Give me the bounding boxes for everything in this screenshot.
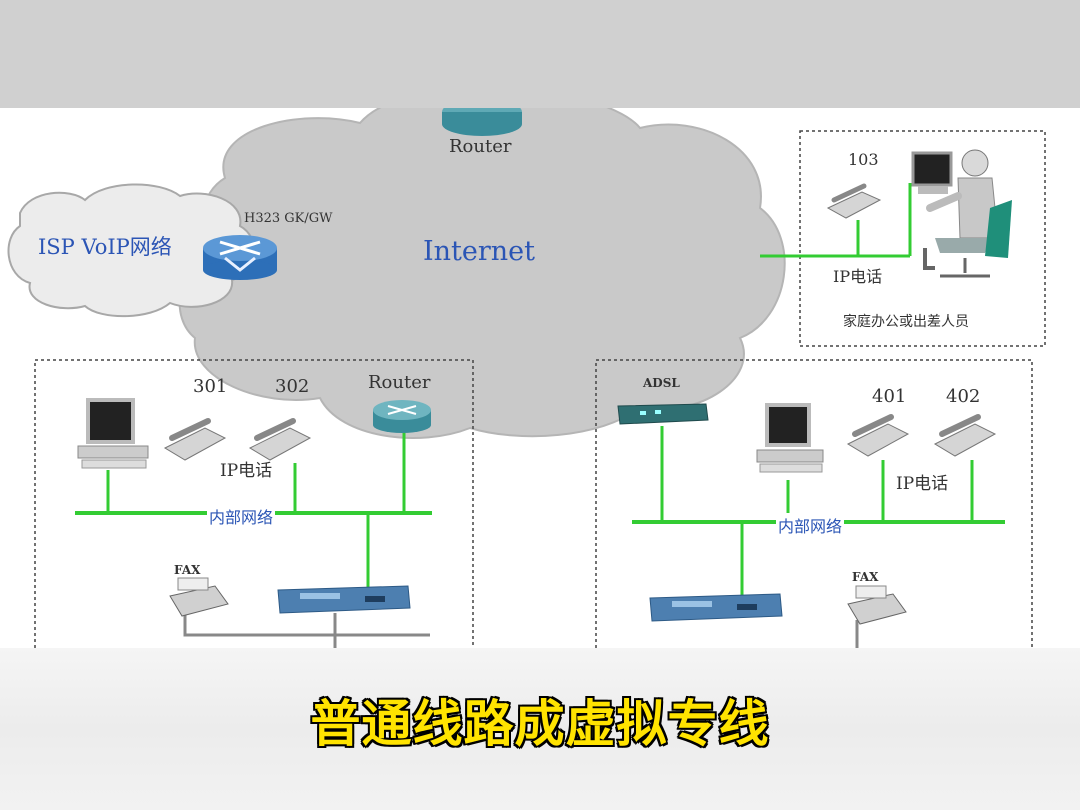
left-fax-label: FAX (174, 563, 201, 577)
top-router-icon (442, 108, 522, 136)
isp-cloud (7, 183, 256, 318)
left-router-label: Router (368, 372, 431, 393)
phone-103-label: 103 (848, 150, 879, 169)
remote-links (760, 183, 912, 258)
phone-402-label: 402 (946, 386, 981, 407)
caption-band (0, 648, 1080, 810)
person-at-computer-icon (911, 149, 1012, 278)
phone-103-icon (826, 183, 882, 219)
right-ip-phone-label: IP电话 (896, 474, 949, 494)
phone-302-icon (248, 418, 312, 461)
isp-cloud-label: ISP VoIP网络 (38, 235, 172, 259)
network-diagram: Router H323 GK/GW ISP VoIP网络 Internet 10… (0, 108, 1080, 648)
internet-cloud (178, 108, 786, 439)
left-lan-lines (75, 430, 432, 648)
right-fax-label: FAX (852, 570, 879, 584)
remote-ip-phone-label: IP电话 (833, 267, 883, 286)
phone-401-label: 401 (872, 386, 907, 407)
gk-gw-label: H323 GK/GW (244, 211, 333, 226)
diagram-graphics (7, 108, 1046, 648)
right-office-box (595, 359, 1033, 648)
internet-label: Internet (423, 236, 536, 267)
phone-402-icon (933, 414, 997, 457)
remote-worker-caption: 家庭办公或出差人员 (843, 314, 969, 330)
adsl-label: ADSL (643, 376, 680, 390)
video-subtitle: 普通线路成虚拟专线 (309, 694, 770, 755)
right-gateway-icon (649, 593, 783, 622)
left-computer-icon (77, 398, 149, 469)
left-gateway-icon (277, 585, 411, 614)
left-ip-phone-label: IP电话 (220, 461, 273, 481)
top-router-label: Router (449, 136, 512, 157)
phone-401-icon (846, 414, 910, 457)
right-computer-icon (756, 403, 824, 473)
top-gray-band (0, 0, 1080, 108)
left-office-box (34, 359, 474, 648)
phone-302-label: 302 (275, 376, 310, 397)
adsl-modem-icon (617, 403, 709, 425)
left-router-icon (373, 400, 431, 433)
remote-worker-box (799, 130, 1046, 347)
gk-gw-router-icon (203, 235, 277, 280)
phone-301-label: 301 (193, 376, 228, 397)
left-fax-icon (169, 577, 229, 617)
right-lan-label: 内部网络 (776, 513, 845, 537)
left-lan-label: 内部网络 (207, 504, 276, 528)
right-fax-icon (847, 585, 907, 625)
phone-301-icon (163, 418, 227, 461)
